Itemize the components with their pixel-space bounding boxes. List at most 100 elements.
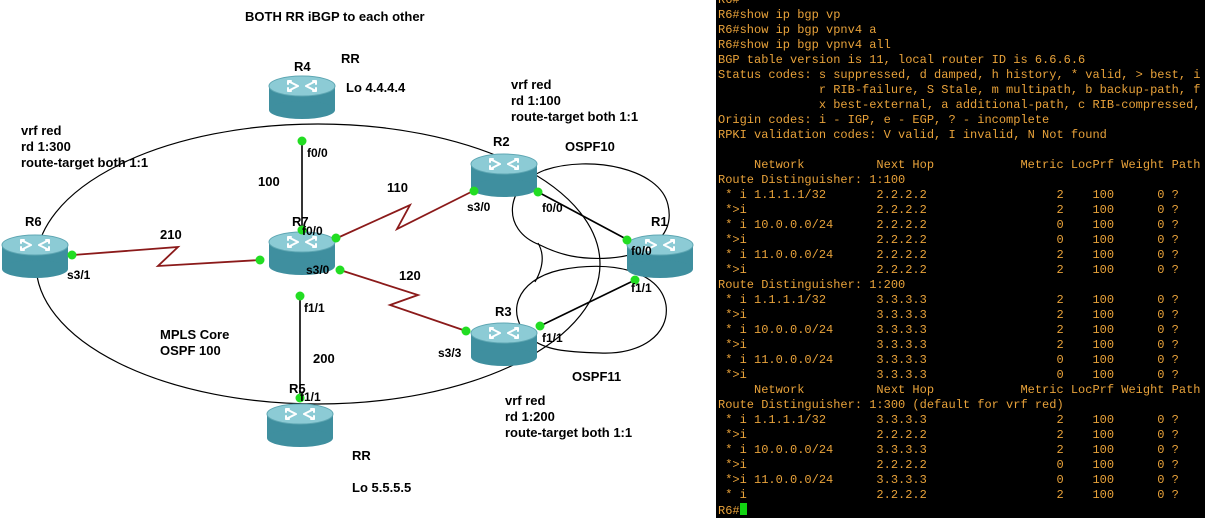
- console-line: BGP table version is 11, local router ID…: [718, 53, 1086, 67]
- cost-r4-r7: 100: [258, 174, 280, 189]
- console-line: *>i 2.2.2.2 2 100 0 ?: [718, 428, 1179, 442]
- port-dot: [469, 186, 479, 196]
- cost-r7-r5: 200: [313, 351, 335, 366]
- router-r4-icon[interactable]: [268, 75, 336, 120]
- router-r3-icon[interactable]: [470, 322, 538, 367]
- iface-r5-f11: f1/1: [300, 390, 321, 404]
- console-line: * i 10.0.0.0/24 2.2.2.2 0 100 0 ?: [718, 218, 1179, 232]
- console-line: Origin codes: i - IGP, e - EGP, ? - inco…: [718, 113, 1050, 127]
- r5-loopback-label: Lo 5.5.5.5: [352, 480, 411, 495]
- port-dot: [297, 136, 307, 146]
- cost-r7-r2: 110: [387, 180, 408, 195]
- cost-r7-r3: 120: [399, 268, 421, 283]
- console-line: Route Distinguisher: 1:200: [718, 278, 906, 292]
- vrf-r6-line1: vrf red: [21, 123, 62, 138]
- console-line: *>i 2.2.2.2 2 100 0 ?: [718, 263, 1179, 277]
- console-line: * i 2.2.2.2 2 100 0 ?: [718, 488, 1179, 502]
- console-cursor: [739, 503, 747, 515]
- port-dot: [295, 393, 305, 403]
- console-line: *>i 11.0.0.0/24 3.3.3.3 0 100 0 ?: [718, 473, 1179, 487]
- console-prompt-line[interactable]: R6#: [718, 503, 747, 518]
- router-r5-label: R5: [289, 381, 306, 396]
- console-line: R6#show ip bgp vpnv4 a: [718, 23, 877, 37]
- diagram-title: BOTH RR iBGP to each other: [245, 9, 425, 24]
- iface-r3-s33: s3/3: [438, 346, 462, 360]
- console-line: *>i 2.2.2.2 0 100 0 ?: [718, 458, 1179, 472]
- console-line: Network Next Hop Metric LocPrf Weight Pa…: [718, 158, 1201, 172]
- console-line: * i 1.1.1.1/32 3.3.3.3 2 100 0 ?: [718, 413, 1179, 427]
- console-line: * i 1.1.1.1/32 2.2.2.2 2 100 0 ?: [718, 188, 1179, 202]
- router-r2-icon[interactable]: [470, 153, 538, 198]
- iface-r1-f00: f0/0: [631, 244, 652, 258]
- mpls-ospf-label: OSPF 100: [160, 343, 221, 358]
- port-dot: [255, 255, 265, 265]
- console-line: * i 10.0.0.0/24 3.3.3.3 2 100 0 ?: [718, 443, 1179, 457]
- iface-r7-f11: f1/1: [304, 301, 325, 315]
- iface-r2-s30: s3/0: [467, 200, 491, 214]
- iface-r6-s31: s3/1: [67, 268, 91, 282]
- vrf-r6-line3: route-target both 1:1: [21, 155, 148, 170]
- ospf11-label: OSPF11: [572, 369, 621, 384]
- console-line: *>i 2.2.2.2 0 100 0 ?: [718, 233, 1179, 247]
- router-r3-label: R3: [495, 304, 512, 319]
- port-dot: [622, 235, 632, 245]
- vrf-r3-line2: rd 1:200: [505, 409, 555, 424]
- port-dot: [461, 326, 471, 336]
- link-r7-r3: [339, 269, 467, 332]
- router-r5-icon[interactable]: [266, 403, 334, 448]
- port-dot: [630, 275, 640, 285]
- iface-r2-f00: f0/0: [542, 201, 563, 215]
- console-line: r RIB-failure, S Stale, m multipath, b b…: [718, 83, 1205, 97]
- vrf-r2-line2: rd 1:100: [511, 93, 561, 108]
- router-r2-label: R2: [493, 134, 510, 149]
- network-diagram: BOTH RR iBGP to each other R4 R7 R2 R1 R…: [1, 9, 694, 495]
- port-dots: [67, 136, 640, 403]
- link-r7-r2: [334, 189, 476, 240]
- console-line: * i 10.0.0.0/24 3.3.3.3 2 100 0 ?: [718, 323, 1179, 337]
- port-dot: [535, 321, 545, 331]
- console-line: Route Distinguisher: 1:300 (default for …: [718, 398, 1064, 412]
- vrf-r3-line1: vrf red: [505, 393, 546, 408]
- port-dot: [331, 233, 341, 243]
- r4-loopback-label: Lo 4.4.4.4: [346, 80, 406, 95]
- router-r7-label: R7: [292, 214, 309, 229]
- iface-r4-f00: f0/0: [307, 146, 328, 160]
- r4-role-label: RR: [341, 51, 360, 66]
- port-dot: [67, 250, 77, 260]
- vrf-block-r2: vrf red rd 1:100 route-target both 1:1: [511, 77, 638, 124]
- port-dot: [335, 265, 345, 275]
- mpls-core-label: MPLS Core: [160, 327, 229, 342]
- link-r2-r1: [537, 191, 629, 241]
- port-dot: [533, 187, 543, 197]
- console-line: RPKI validation codes: V valid, I invali…: [718, 128, 1107, 142]
- console-line: *>i 3.3.3.3 0 100 0 ?: [718, 368, 1179, 382]
- console-line: *>i 3.3.3.3 2 100 0 ?: [718, 308, 1179, 322]
- console-line: Status codes: s suppressed, d damped, h …: [718, 68, 1205, 82]
- console-line: x best-external, a additional-path, c RI…: [718, 98, 1201, 112]
- router-r4-label: R4: [294, 59, 311, 74]
- vrf-block-r6: vrf red rd 1:300 route-target both 1:1: [21, 123, 148, 170]
- router-r6-icon[interactable]: [1, 234, 69, 279]
- link-r3-r1: [539, 279, 636, 327]
- console-line: * i 1.1.1.1/32 3.3.3.3 2 100 0 ?: [718, 293, 1179, 307]
- console-line: Route Distinguisher: 1:100: [718, 173, 906, 187]
- console-prompt: R6#: [718, 504, 740, 518]
- console-line: R6#: [718, 0, 740, 7]
- vrf-r3-line3: route-target both 1:1: [505, 425, 632, 440]
- console-line: * i 11.0.0.0/24 2.2.2.2 2 100 0 ?: [718, 248, 1179, 262]
- console-line: Network Next Hop Metric LocPrf Weight Pa…: [718, 383, 1201, 397]
- iface-r1-f11: f1/1: [631, 281, 652, 295]
- r5-role-label: RR: [352, 448, 371, 463]
- port-dot: [297, 225, 307, 235]
- console-line: R6#show ip bgp vp: [718, 8, 841, 22]
- console-line: *>i 2.2.2.2 2 100 0 ?: [718, 203, 1179, 217]
- vrf-r2-line1: vrf red: [511, 77, 552, 92]
- port-dot: [295, 291, 305, 301]
- vrf-r6-line2: rd 1:300: [21, 139, 71, 154]
- vrf-block-r3: vrf red rd 1:200 route-target both 1:1: [505, 393, 632, 440]
- topology-canvas: BOTH RR iBGP to each other R4 R7 R2 R1 R…: [1, 9, 694, 495]
- iface-r7-s30: s3/0: [306, 263, 330, 277]
- console-line: * i 11.0.0.0/24 3.3.3.3 0 100 0 ?: [718, 353, 1179, 367]
- link-r6-r7: [72, 245, 261, 268]
